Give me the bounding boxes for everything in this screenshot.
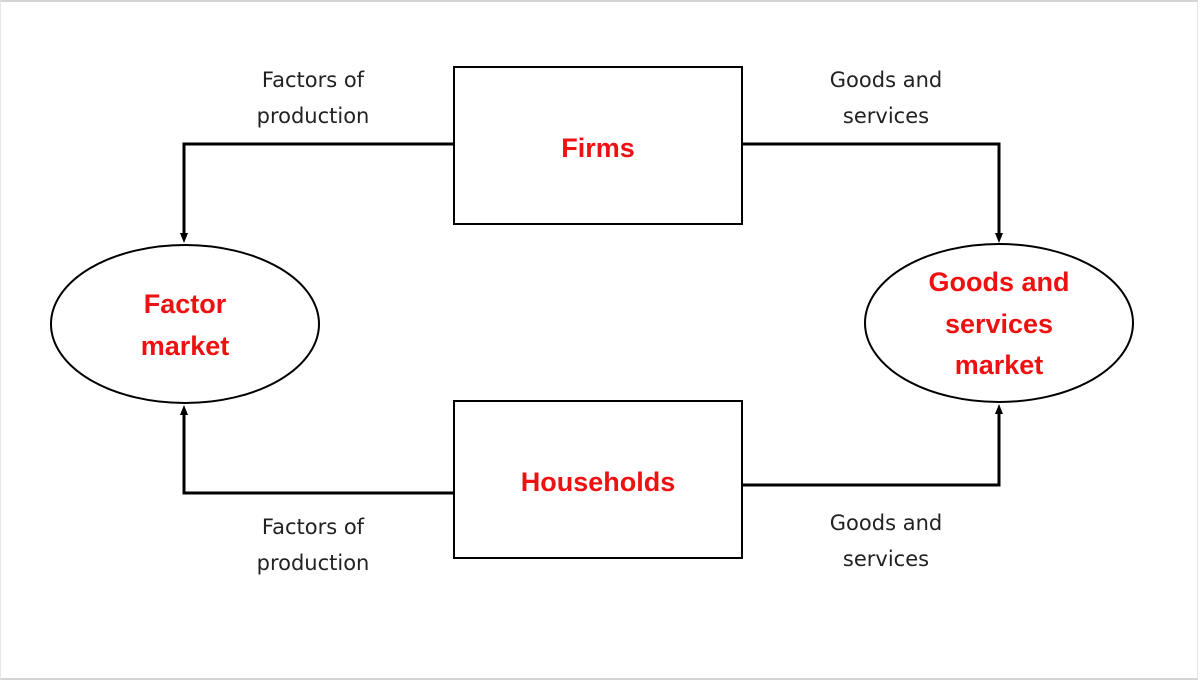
flow-label-line: services bbox=[843, 547, 929, 571]
flow-label-households-to-goods: Goods and services bbox=[830, 511, 942, 571]
goods-services-market-node: Goods and services market bbox=[864, 243, 1134, 403]
flow-label-line: Factors of bbox=[262, 515, 365, 539]
factor-market-node: Factor market bbox=[50, 244, 320, 404]
flow-label-line: production bbox=[257, 104, 370, 128]
flow-label-households-to-factor: Factors of production bbox=[257, 515, 370, 575]
factor-market-label-line-2: market bbox=[141, 331, 230, 361]
flow-label-line: services bbox=[843, 104, 929, 128]
households-node: Households bbox=[453, 400, 743, 559]
flow-label-firms-to-factor: Factors of production bbox=[257, 68, 370, 128]
flow-label-line: Factors of bbox=[262, 68, 365, 92]
flow-label-firms-to-goods: Goods and services bbox=[830, 68, 942, 128]
arrow-firms-to-goods-market bbox=[742, 142, 1003, 243]
goods-market-label-line-1: Goods and bbox=[929, 267, 1070, 297]
flow-label-line: production bbox=[257, 551, 370, 575]
firms-label: Firms bbox=[561, 133, 635, 163]
goods-market-label-line-3: market bbox=[955, 350, 1044, 380]
goods-market-label-line-2: services bbox=[945, 309, 1053, 339]
households-label: Households bbox=[521, 467, 676, 497]
flow-label-line: Goods and bbox=[830, 511, 942, 535]
arrow-households-to-goods-market bbox=[742, 404, 1003, 487]
arrow-firms-to-factor-market bbox=[180, 142, 454, 243]
flow-label-line: Goods and bbox=[830, 68, 942, 92]
firms-node: Firms bbox=[453, 66, 743, 225]
arrow-households-to-factor-market bbox=[180, 405, 454, 495]
factor-market-label-line-1: Factor bbox=[144, 289, 227, 319]
